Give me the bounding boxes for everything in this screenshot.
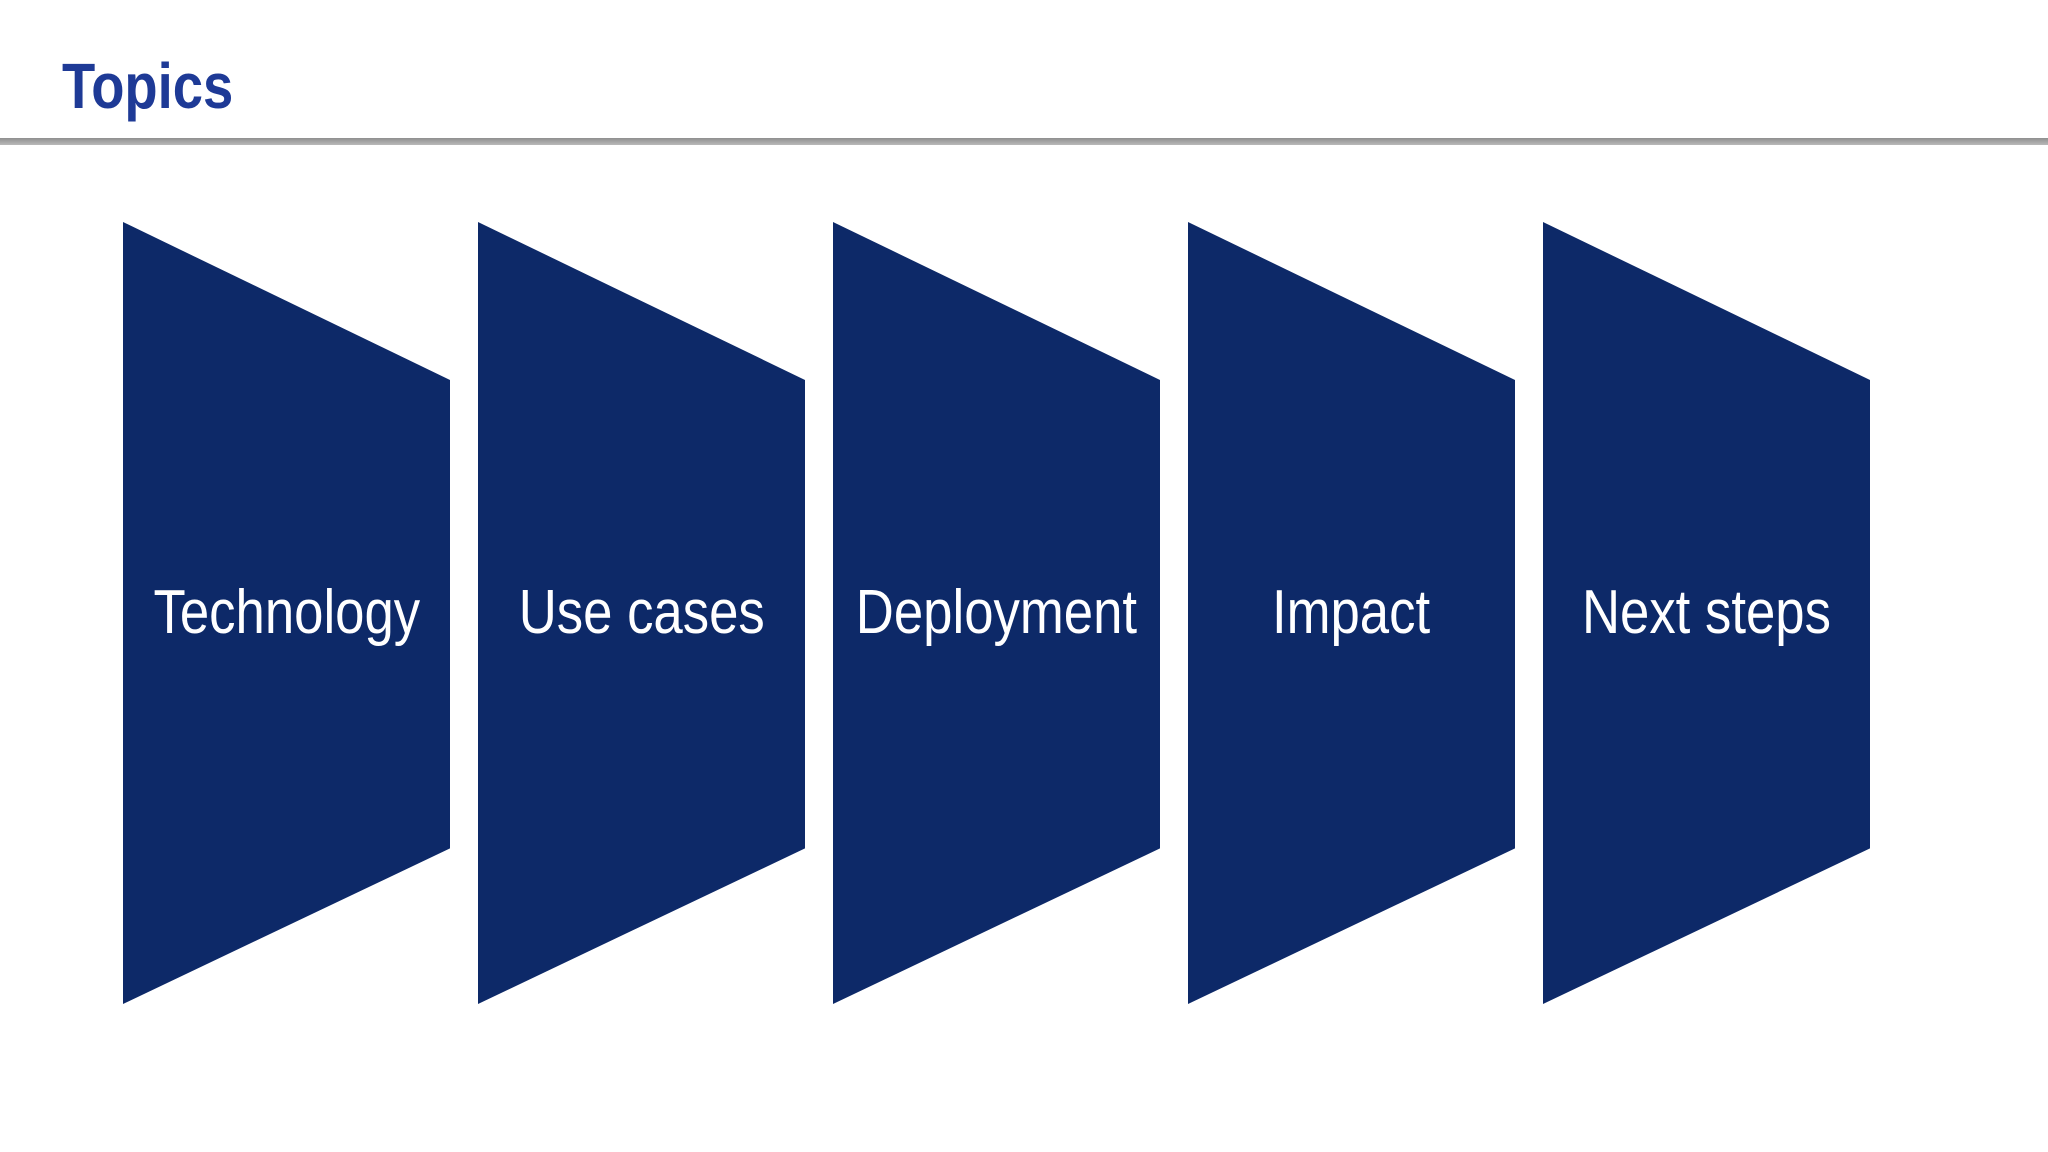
topic-label: Technology bbox=[153, 578, 420, 647]
topic-shape-use-cases: Use cases bbox=[478, 222, 805, 1004]
topic-label: Deployment bbox=[855, 578, 1138, 647]
topic-label: Impact bbox=[1272, 578, 1431, 647]
topic-shape-deployment: Deployment bbox=[833, 222, 1160, 1004]
title-divider-rule bbox=[0, 138, 2048, 145]
topic-shape-impact: Impact bbox=[1188, 222, 1515, 1004]
page-title: Topics bbox=[62, 54, 264, 118]
topic-shape-next-steps: Next steps bbox=[1543, 222, 1870, 1004]
page-title-text: Topics bbox=[62, 50, 234, 122]
topic-label: Next steps bbox=[1582, 578, 1831, 647]
topic-shape-technology: Technology bbox=[123, 222, 450, 1004]
topic-label: Use cases bbox=[518, 578, 765, 647]
